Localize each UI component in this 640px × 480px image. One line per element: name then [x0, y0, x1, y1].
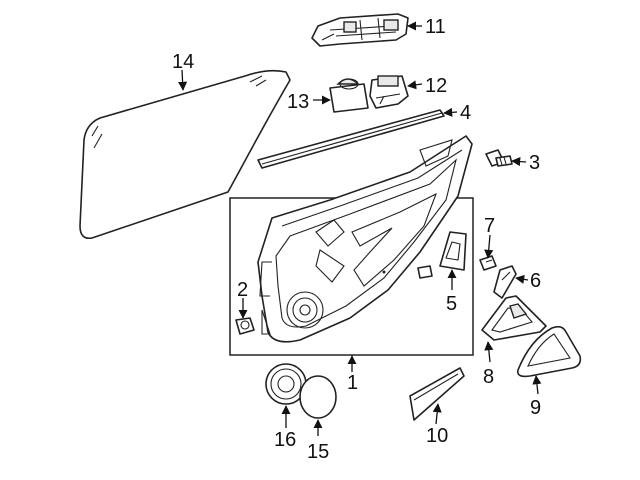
callout-12: 12: [425, 75, 447, 97]
callout-4: 4: [460, 102, 471, 124]
callout-10: 10: [426, 425, 448, 447]
bracket-part: [417, 231, 467, 279]
callout-3: 3: [529, 152, 540, 174]
callout-13: 13: [287, 91, 309, 113]
callout-14: 14: [172, 51, 194, 73]
callout-2: 2: [237, 279, 248, 301]
callout-8: 8: [483, 366, 494, 388]
lower-trim-strip-part: [409, 367, 465, 421]
callout-15: 15: [307, 441, 329, 463]
corner-bezel-part: [516, 325, 582, 378]
switch-panel-part: [311, 13, 409, 47]
small-trim-piece-part: [493, 265, 517, 299]
door-glass-part: [79, 69, 291, 240]
mirror-switch-part: [329, 78, 369, 113]
callout-7: 7: [484, 215, 495, 237]
door-trim-panel-part: [257, 135, 473, 343]
speaker-part: [265, 363, 307, 405]
screw-part: [485, 149, 513, 167]
callout-16: 16: [274, 429, 296, 451]
callout-1: 1: [347, 372, 358, 394]
callout-6: 6: [530, 270, 541, 292]
callout-9: 9: [530, 397, 541, 419]
window-switch-part: [369, 75, 409, 109]
speaker-gasket-part: [299, 375, 337, 419]
push-clip-part: [235, 317, 255, 335]
belt-weatherstrip-part: [257, 109, 445, 169]
callout-labels: 11 12 13 14 4 3 7 6 5 2 8 9 1 10 16 15: [172, 16, 541, 463]
corner-trim-part: [481, 295, 547, 341]
callout-5: 5: [446, 293, 457, 315]
clip-part: [479, 255, 497, 271]
leader-lines: [178, 21, 542, 436]
callout-11: 11: [425, 16, 446, 38]
